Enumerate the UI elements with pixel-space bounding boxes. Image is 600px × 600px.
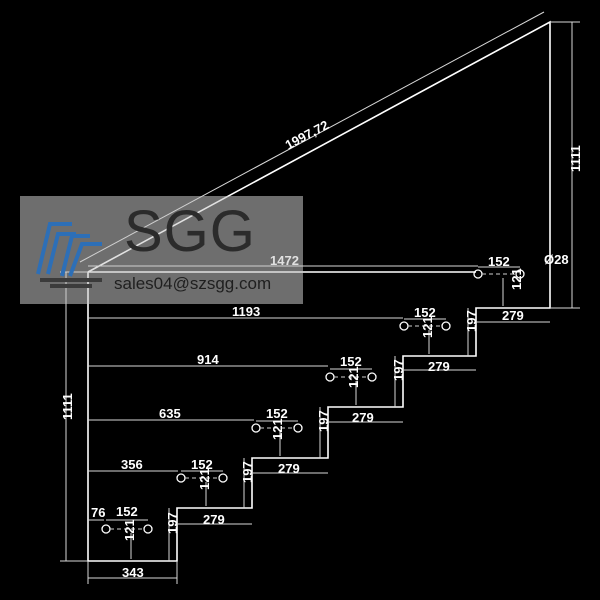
label-run-3: 279 [352, 410, 374, 425]
label-height-4: 121 [270, 418, 285, 440]
label-343: 343 [122, 565, 144, 580]
label-run-4: 279 [278, 461, 300, 476]
watermark-box: SGG sales04@szsgg.com [20, 196, 303, 304]
label-diagonal: 1997,72 [283, 117, 332, 152]
label-spacing-3: 152 [340, 354, 362, 369]
label-spacing-6: 152 [116, 504, 138, 519]
label-spacing-1: 152 [488, 254, 510, 269]
label-rise-1: 197 [464, 310, 479, 332]
label-rise-3: 197 [316, 410, 331, 432]
label-run-2: 279 [428, 359, 450, 374]
label-run-5: 279 [203, 512, 225, 527]
hole-group-5 [176, 470, 228, 506]
label-height-3: 121 [346, 366, 361, 388]
label-76: 76 [91, 505, 105, 520]
hole-group-1 [473, 266, 525, 306]
label-height-2: 121 [420, 316, 435, 338]
hole-group-4 [251, 420, 303, 456]
label-rise-right: 1111 [568, 145, 583, 172]
label-635: 635 [159, 406, 181, 421]
label-1193: 1193 [232, 304, 260, 319]
label-spacing-5: 152 [191, 457, 213, 472]
hole-group-2 [399, 318, 451, 354]
watermark-email: sales04@szsgg.com [114, 274, 272, 293]
label-hole-dia: Ø28 [544, 252, 569, 267]
watermark-brand: SGG [124, 199, 256, 264]
label-height-5: 121 [197, 468, 212, 490]
label-356: 356 [121, 457, 143, 472]
label-rise-left: 1111 [60, 393, 75, 420]
label-rise-5: 197 [165, 512, 180, 534]
label-run-1: 279 [502, 308, 524, 323]
label-height-6: 121 [122, 519, 137, 541]
label-rise-2: 197 [391, 359, 406, 381]
hole-group-3 [325, 368, 377, 405]
panel-outline [87, 20, 551, 562]
label-rise-4: 197 [240, 461, 255, 483]
label-914: 914 [197, 352, 219, 367]
sgg-logo-icon [36, 222, 102, 288]
label-spacing-4: 152 [266, 406, 288, 421]
hole-group-6 [101, 519, 153, 559]
label-height-1: 121 [509, 268, 524, 290]
label-spacing-2: 152 [414, 305, 436, 320]
